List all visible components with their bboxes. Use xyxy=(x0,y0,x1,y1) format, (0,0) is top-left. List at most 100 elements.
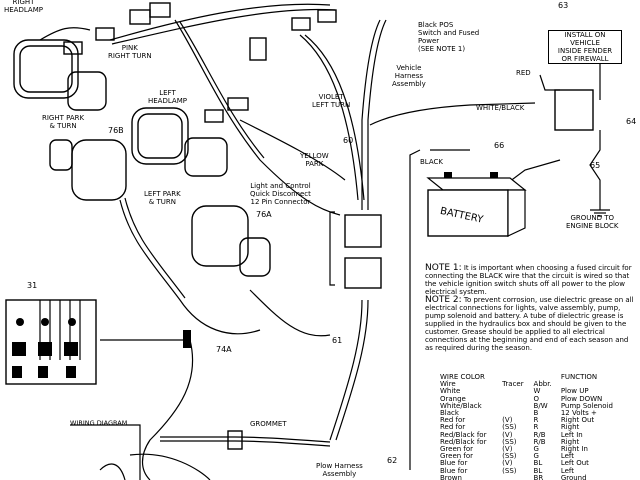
legend-wire-cell: Blue for xyxy=(440,459,468,468)
label-grommet: GROMMET xyxy=(250,420,287,428)
legend-tracer-cell: (V) xyxy=(502,459,513,468)
ref-63: 63 xyxy=(558,1,569,10)
legend-tracer-cell: (V) xyxy=(502,416,513,425)
note-1-text: It is important when choosing a fused ci… xyxy=(425,264,632,296)
left-headlamp xyxy=(131,107,189,165)
legend-abbr-cell: R/B xyxy=(533,430,546,439)
label-black: BLACK xyxy=(420,158,444,166)
legend-row: White W Plow UP xyxy=(438,388,628,395)
legend-row: Red/Black for (SS) R/B Right xyxy=(438,437,628,446)
ref-60: 60 xyxy=(343,136,354,145)
legend-abbr-cell: BL xyxy=(533,459,543,468)
legend-tracer-cell: (V) xyxy=(502,430,513,439)
note-2: NOTE 2: To prevent corrosion, use dielec… xyxy=(425,295,637,353)
legend-row: Red/Black for (V) R/B Left In xyxy=(438,430,628,439)
right-headlamp xyxy=(13,39,79,99)
legend-wire-cell: White/Black xyxy=(440,401,482,410)
ref-61: 61 xyxy=(332,336,343,345)
ref-64: 64 xyxy=(626,117,637,126)
legend-function-cell: 12 Volts + xyxy=(560,409,597,418)
legend-row: Blue for (SS) BL Left xyxy=(438,466,628,475)
legend-wire-cell: Orange xyxy=(440,394,466,403)
ref-66: 66 xyxy=(494,141,505,150)
legend-header-function: FUNCTION xyxy=(560,373,598,381)
legend-wire-cell: Red/Black for xyxy=(440,437,487,446)
legend-function-cell: Plow DOWN xyxy=(560,394,603,403)
legend-subheader-abbr: Abbr. xyxy=(533,380,552,389)
legend-tracer-cell: (SS) xyxy=(502,423,517,432)
legend-tracer-cell: (SS) xyxy=(502,437,517,446)
plow-lamp-76b xyxy=(71,139,127,201)
right-park-turn-lamp xyxy=(67,71,107,111)
legend-function-cell: Left xyxy=(560,466,574,475)
legend-function-cell: Right xyxy=(560,437,580,446)
ground-symbol xyxy=(590,209,610,217)
ref-65: 65 xyxy=(590,161,601,170)
switch-74a xyxy=(183,330,191,348)
legend-abbr-cell: BR xyxy=(533,473,544,480)
legend-function-cell: Right Out xyxy=(560,416,595,425)
legend-function-cell: Plow UP xyxy=(560,387,589,396)
note-1: NOTE 1: It is important when choosing a … xyxy=(425,263,637,297)
harness-top-run xyxy=(109,3,331,41)
plow-lamp-76a xyxy=(191,205,249,267)
legend-subheader-wire: Wire xyxy=(440,380,456,389)
legend-abbr-cell: W xyxy=(533,387,541,396)
legend-wire-cell: Red/Black for xyxy=(440,430,487,439)
legend-tracer-cell: (SS) xyxy=(502,466,517,475)
legend-wire-cell: Blue for xyxy=(440,466,468,475)
label-right-park-turn: RIGHT PARK& TURN xyxy=(42,114,85,130)
left-park-turn-lamp xyxy=(184,137,228,177)
legend-function-cell: Right xyxy=(560,423,580,432)
ref-76a: 76A xyxy=(256,210,272,219)
note-1-heading: NOTE 1: xyxy=(425,263,462,273)
battery xyxy=(426,172,527,237)
legend-wire-cell: Black xyxy=(440,409,459,418)
legend-tracer-cell: (SS) xyxy=(502,452,517,461)
note-2-text: To prevent corrosion, use dielectric gre… xyxy=(425,296,634,352)
legend-wire-cell: Red for xyxy=(440,423,466,432)
wire-color-legend: WIRE COLOR FUNCTION Wire Tracer Abbr. Wh… xyxy=(438,373,628,480)
quick-disconnect-upper xyxy=(344,214,382,248)
grommet-symbol xyxy=(227,430,243,450)
legend-row: Blue for (V) BL Left Out xyxy=(438,460,628,467)
legend-wire-cell: Red for xyxy=(440,416,466,425)
legend-function-cell: Ground xyxy=(560,473,587,480)
legend-function-cell: Left xyxy=(560,452,574,461)
control-switch-box xyxy=(5,299,97,385)
legend-function-cell: Right In xyxy=(560,445,588,454)
legend-header-wire-color: WIRE COLOR xyxy=(440,373,485,381)
label-white-black: WHITE/BLACK xyxy=(476,104,525,112)
legend-abbr-cell: BL xyxy=(533,466,543,475)
legend-wire-cell: White xyxy=(440,387,461,396)
ref-62: 62 xyxy=(387,456,398,465)
legend-subheader-tracer: Tracer xyxy=(502,380,524,389)
legend-abbr-cell: B xyxy=(533,409,539,418)
legend-row: Red for (SS) R Right xyxy=(438,424,628,431)
legend-tracer-cell xyxy=(500,396,531,403)
legend-function-cell: Left In xyxy=(560,430,583,439)
legend-abbr-cell: R/B xyxy=(533,437,546,446)
legend-tracer-cell: (V) xyxy=(502,445,513,454)
legend-abbr-cell: R xyxy=(533,423,539,432)
label-left-park-turn: LEFT PARK& TURN xyxy=(144,190,181,206)
legend-wire-cell: Green for xyxy=(440,445,474,454)
legend-function-cell: Left Out xyxy=(560,459,589,468)
legend-abbr-cell: G xyxy=(533,445,539,454)
label-wiring-diagram: WIRING DIAGRAM xyxy=(70,419,128,427)
note-2-heading: NOTE 2: xyxy=(425,295,462,305)
